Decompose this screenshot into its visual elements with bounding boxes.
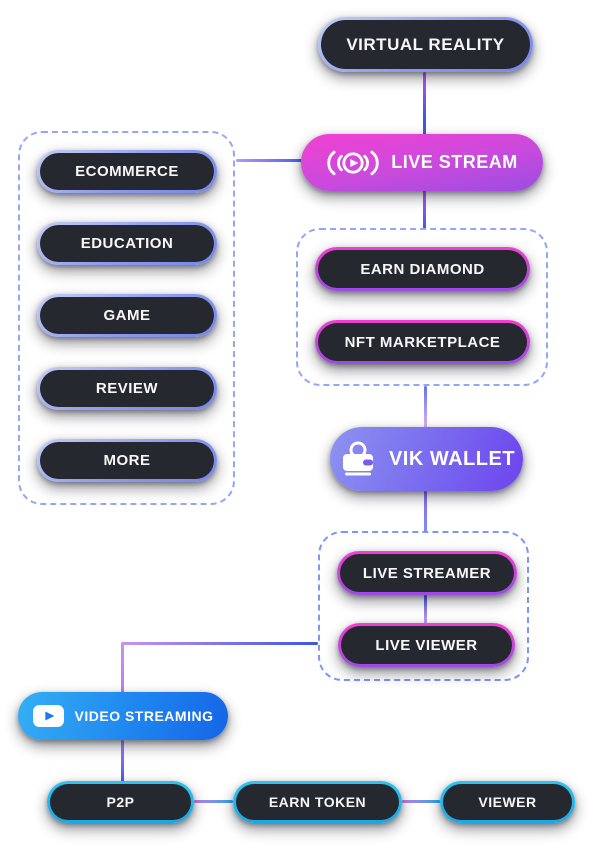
node-virtual-reality: VIRTUAL REALITY: [318, 17, 533, 72]
earn-diamond-label: EARN DIAMOND: [318, 250, 527, 288]
wallet-coin-icon: [338, 440, 378, 478]
node-live-stream: LIVE STREAM: [301, 134, 543, 191]
node-ecommerce: ECOMMERCE: [37, 150, 217, 193]
game-label: GAME: [40, 297, 214, 334]
connector-p2p-earntoken: [194, 800, 233, 803]
viewer-label: VIEWER: [443, 784, 572, 820]
node-vik-wallet: VIK WALLET: [330, 427, 523, 491]
node-review: REVIEW: [37, 367, 217, 410]
more-label: MORE: [40, 442, 214, 479]
education-label: EDUCATION: [40, 225, 214, 262]
connector-earntoken-viewer: [402, 800, 440, 803]
live-viewer-label: LIVE VIEWER: [341, 626, 512, 664]
connector-users-videostreaming-horizontal: [122, 642, 318, 645]
ecommerce-label: ECOMMERCE: [40, 153, 214, 190]
node-earn-token: EARN TOKEN: [233, 781, 402, 823]
node-live-viewer: LIVE VIEWER: [338, 623, 515, 667]
wallet-users-group-box: [318, 531, 529, 681]
connector-videostreaming-p2p: [121, 740, 124, 782]
connector-livestream-features: [423, 190, 426, 230]
connector-users-videostreaming-vertical: [121, 642, 124, 693]
live-stream-label: LIVE STREAM: [391, 152, 518, 172]
node-earn-diamond: EARN DIAMOND: [315, 247, 530, 291]
connector-features-wallet: [424, 386, 427, 428]
node-game: GAME: [37, 294, 217, 337]
node-nft-marketplace: NFT MARKETPLACE: [315, 320, 530, 364]
broadcast-play-icon: [326, 148, 380, 178]
virtual-reality-label: VIRTUAL REALITY: [321, 20, 530, 69]
vik-wallet-label: VIK WALLET: [388, 447, 516, 470]
node-education: EDUCATION: [37, 222, 217, 265]
stream-features-group-box: [296, 228, 548, 386]
review-label: REVIEW: [40, 370, 214, 407]
connector-streamer-viewer: [424, 595, 427, 624]
node-more: MORE: [37, 439, 217, 482]
categories-group-box: [18, 131, 235, 505]
node-video-streaming: VIDEO STREAMING: [18, 692, 228, 740]
node-p2p: P2P: [47, 781, 194, 823]
earn-token-label: EARN TOKEN: [236, 784, 399, 820]
connector-wallet-users: [424, 491, 427, 532]
video-streaming-label: VIDEO STREAMING: [74, 708, 214, 724]
connector-virtualreality-livestream: [423, 72, 426, 135]
node-viewer: VIEWER: [440, 781, 575, 823]
video-play-icon: [32, 705, 64, 727]
p2p-label: P2P: [50, 784, 191, 820]
nft-marketplace-label: NFT MARKETPLACE: [318, 323, 527, 361]
connector-ecommerce-livestream: [236, 159, 303, 162]
live-streamer-label: LIVE STREAMER: [340, 554, 514, 592]
node-live-streamer: LIVE STREAMER: [337, 551, 517, 595]
